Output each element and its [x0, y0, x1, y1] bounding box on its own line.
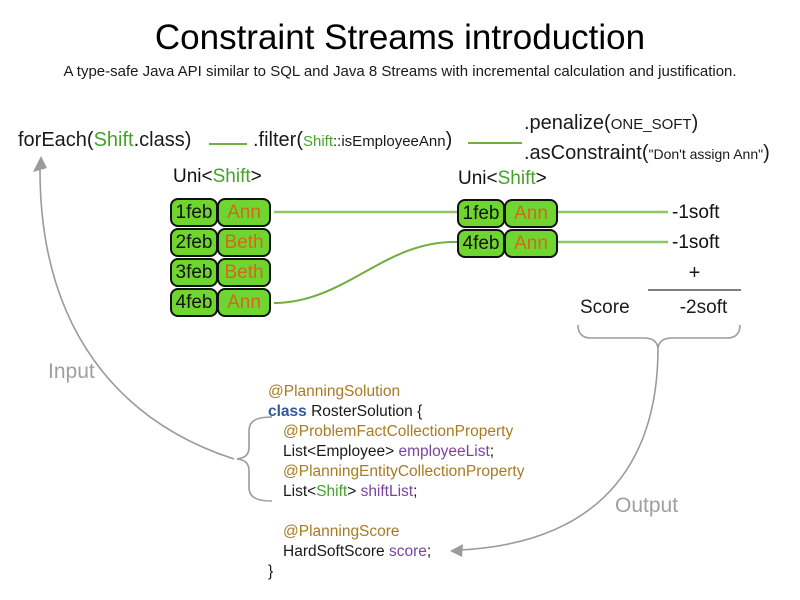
shift-date: 1feb: [457, 199, 505, 228]
filter-prefix: .filter(: [253, 129, 303, 151]
page-subtitle: A type-safe Java API similar to SQL and …: [63, 63, 737, 80]
shift-date: 1feb: [170, 198, 218, 227]
label-type: Shift: [497, 168, 536, 189]
stream-line-4feb: [273, 240, 458, 304]
penalize-arg: ONE_SOFT: [610, 116, 692, 133]
shift-employee: Ann: [504, 229, 558, 258]
filter-call: .filter(Shift::isEmployeeAnn): [253, 129, 452, 152]
shift-employee: Beth: [217, 228, 271, 257]
shift-date: 4feb: [457, 229, 505, 258]
code-token: ;: [426, 543, 432, 560]
foreach-type: Shift: [93, 129, 134, 151]
filter-suffix: ): [445, 129, 453, 151]
code-line-field: List<Employee> employeeList;: [268, 442, 524, 462]
input-arrowhead-icon: [33, 156, 47, 172]
asconstraint-call: .asConstraint("Don't assign Ann"): [524, 139, 770, 168]
left-stream-type-label: Uni<Shift>: [173, 166, 262, 188]
shift-date: 3feb: [170, 258, 218, 287]
shift-employee: Ann: [504, 199, 558, 228]
input-label: Input: [48, 360, 95, 383]
foreach-call: forEach(Shift.class): [18, 129, 191, 152]
score-total: -2soft: [679, 297, 728, 318]
foreach-prefix: forEach(: [18, 129, 94, 151]
asconstraint-prefix: .asConstraint(: [524, 142, 649, 164]
code-brace-icon: [236, 416, 273, 502]
code-line-annotation: @PlanningSolution: [268, 383, 401, 400]
label-type: Shift: [212, 166, 251, 187]
code-field: employeeList: [398, 443, 490, 460]
penalty-value-2: -1soft: [672, 232, 720, 253]
label-suffix: >: [535, 168, 547, 189]
code-line-field: HardSoftScore score;: [268, 542, 524, 562]
asconstraint-arg: "Don't assign Ann": [648, 146, 764, 162]
code-line-field: List<Shift> shiftList;: [268, 482, 524, 502]
code-blank-line: [268, 502, 524, 522]
code-type: Shift: [316, 483, 348, 500]
code-token: ;: [413, 483, 418, 500]
score-bracket-icon: [577, 324, 741, 349]
label-suffix: >: [250, 166, 262, 187]
code-token: HardSoftScore: [283, 543, 389, 560]
filter-arg-type: Shift: [303, 133, 334, 150]
penalize-block: .penalize(ONE_SOFT) .asConstraint("Don't…: [524, 109, 770, 168]
shift-employee: Beth: [217, 258, 271, 287]
penalize-prefix: .penalize(: [524, 112, 611, 134]
filter-arg-rest: ::isEmployeeAnn: [333, 133, 446, 150]
score-sum-line: [648, 289, 741, 291]
score-plus-sign: +: [688, 262, 701, 284]
code-keyword: class: [268, 403, 307, 420]
code-token: List<: [283, 483, 317, 500]
code-token: >: [347, 483, 361, 500]
code-line-class: class RosterSolution {: [268, 402, 524, 422]
label-prefix: Uni<: [173, 166, 213, 187]
asconstraint-suffix: ): [763, 142, 770, 164]
penalize-suffix: ): [691, 112, 699, 134]
roster-solution-code: @PlanningSolution class RosterSolution {…: [268, 382, 524, 582]
page-title: Constraint Streams introduction: [154, 18, 646, 57]
penalize-call: .penalize(ONE_SOFT): [524, 109, 770, 139]
code-token: ;: [489, 443, 495, 460]
penalty-value-1: -1soft: [672, 202, 720, 223]
right-stream-type-label: Uni<Shift>: [458, 168, 547, 190]
code-field: shiftList: [360, 483, 414, 500]
shift-employee: Ann: [217, 198, 271, 227]
shift-employee: Ann: [217, 288, 271, 317]
code-line-annotation: @ProblemFactCollectionProperty: [283, 423, 514, 440]
code-field: score: [388, 543, 427, 560]
code-line-annotation: @PlanningScore: [283, 523, 400, 540]
score-label: Score: [580, 297, 630, 318]
code-token: RosterSolution {: [306, 403, 423, 420]
code-line-annotation: @PlanningEntityCollectionProperty: [283, 463, 525, 480]
shift-date: 4feb: [170, 288, 218, 317]
output-label: Output: [615, 494, 679, 517]
shift-date: 2feb: [170, 228, 218, 257]
code-token: List<Employee>: [283, 443, 399, 460]
label-prefix: Uni<: [458, 168, 498, 189]
foreach-suffix: .class): [133, 129, 192, 151]
code-closing-brace: }: [268, 563, 274, 580]
